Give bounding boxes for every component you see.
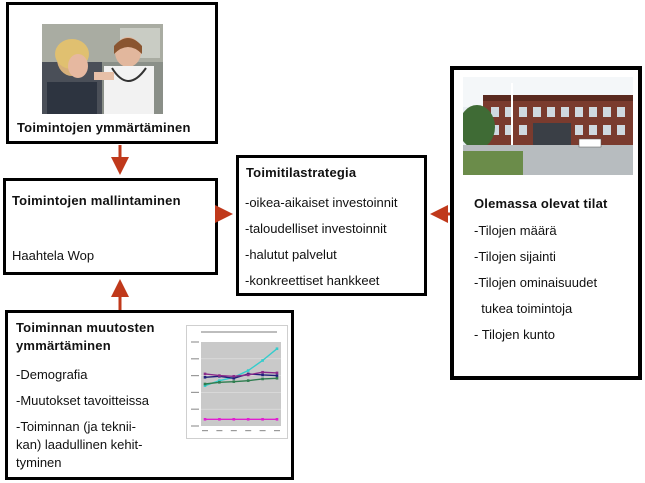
chart-series-line xyxy=(204,377,278,385)
modeling-tool-label: Haahtela Wop xyxy=(12,248,95,263)
chart-series-line xyxy=(204,371,278,377)
chart-point xyxy=(203,372,207,376)
existing-item: -Tilojen sijainti xyxy=(474,249,556,264)
chart-point xyxy=(275,347,279,351)
changes-item: -Muutokset tavoitteissa xyxy=(16,393,149,408)
chart-plot xyxy=(187,326,287,438)
chart-point xyxy=(203,384,207,387)
modeling-activities-title: Toimintojen mallintaminen xyxy=(12,193,181,208)
chart-point xyxy=(246,369,250,372)
chart-x-tick xyxy=(230,430,237,432)
chart-y-tick xyxy=(191,375,199,377)
changes-item: -Toiminnan (ja teknii- xyxy=(16,419,136,434)
chart-x-tick xyxy=(216,430,223,432)
chart-point xyxy=(261,359,264,362)
chart-series-line xyxy=(204,348,278,387)
strategy-item: -konkreettiset hankkeet xyxy=(245,273,380,288)
chart-y-tick xyxy=(191,408,199,410)
chart-x-tick xyxy=(274,430,280,432)
strategy-item: -halutut palvelut xyxy=(245,247,337,262)
chart-point xyxy=(218,379,221,382)
chart-point xyxy=(275,371,279,375)
chart-point xyxy=(246,379,250,382)
chart-header-bar xyxy=(201,331,277,333)
doctor-patient-photo xyxy=(42,24,163,114)
chart-x-tick xyxy=(202,430,208,432)
chart-x-tick xyxy=(245,430,252,432)
chart-point xyxy=(261,377,264,381)
box-modeling-activities: Toimintojen mallintaminen Haahtela Wop xyxy=(3,178,218,275)
chart-point xyxy=(232,380,236,383)
chart-y-tick xyxy=(191,425,199,427)
box-understanding-changes: Toiminnan muutosten ymmärtäminen -Demogr… xyxy=(5,310,294,480)
chart-y-tick xyxy=(191,358,199,360)
chart-point xyxy=(261,417,264,421)
building-photo xyxy=(463,77,633,175)
chart-point xyxy=(232,417,236,421)
chart-point xyxy=(275,417,279,421)
changes-item: tyminen xyxy=(16,455,62,470)
chart-point xyxy=(261,370,264,374)
strategy-item: -taloudelliset investoinnit xyxy=(245,221,387,236)
box-existing-facilities: Olemassa olevat tilat -Tilojen määrä -Ti… xyxy=(450,66,642,380)
chart-x-tick xyxy=(259,430,266,432)
chart-point xyxy=(246,373,250,377)
existing-item: - Tilojen kunto xyxy=(474,327,555,342)
chart-y-tick xyxy=(191,391,199,393)
understanding-changes-title-line2: ymmärtäminen xyxy=(16,338,111,353)
chart-point xyxy=(246,417,250,421)
chart-point xyxy=(275,374,279,377)
changes-item: kan) laadullinen kehit- xyxy=(16,437,143,452)
chart-point xyxy=(218,417,221,421)
understanding-changes-title-line1: Toiminnan muutosten xyxy=(16,320,155,335)
box-facility-strategy: Toimitilastrategia -oikea-aikaiset inves… xyxy=(236,155,427,296)
understanding-activities-title: Toimintojen ymmärtäminen xyxy=(17,120,191,135)
existing-facilities-title: Olemassa olevat tilat xyxy=(474,196,608,211)
chart-y-tick xyxy=(191,341,199,343)
changes-item: -Demografia xyxy=(16,367,88,382)
chart-point xyxy=(203,375,207,379)
existing-item: tukea toimintoja xyxy=(474,301,573,316)
chart-point xyxy=(203,417,207,421)
chart-point xyxy=(261,373,264,377)
existing-item: -Tilojen ominaisuudet xyxy=(474,275,598,290)
facility-strategy-title: Toimitilastrategia xyxy=(246,165,357,180)
chart-point xyxy=(275,376,279,380)
strategy-item: -oikea-aikaiset investoinnit xyxy=(245,195,398,210)
chart-point xyxy=(203,382,207,386)
chart-point xyxy=(232,376,236,380)
box-understanding-activities: Toimintojen ymmärtäminen xyxy=(6,2,218,144)
chart-point xyxy=(218,374,221,377)
chart-point xyxy=(218,381,221,384)
chart-point xyxy=(232,374,236,378)
population-chart xyxy=(186,325,288,439)
existing-item: -Tilojen määrä xyxy=(474,223,557,238)
